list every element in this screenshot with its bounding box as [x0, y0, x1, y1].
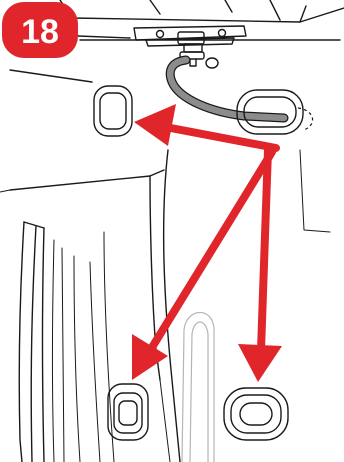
- step-number: 18: [21, 13, 59, 51]
- lower-left-hole: [108, 384, 148, 440]
- step-number-badge: 18: [2, 2, 78, 58]
- left-pillar: [19, 222, 114, 462]
- upper-left-hole: [94, 86, 132, 136]
- arrows: [132, 104, 282, 382]
- mounting-bracket: [134, 26, 246, 46]
- top-structure: [60, 0, 344, 40]
- lower-right-hole: [224, 388, 288, 440]
- cable: [170, 60, 312, 130]
- background-tube: [182, 312, 214, 462]
- red-arrow-lower-right: [238, 150, 282, 382]
